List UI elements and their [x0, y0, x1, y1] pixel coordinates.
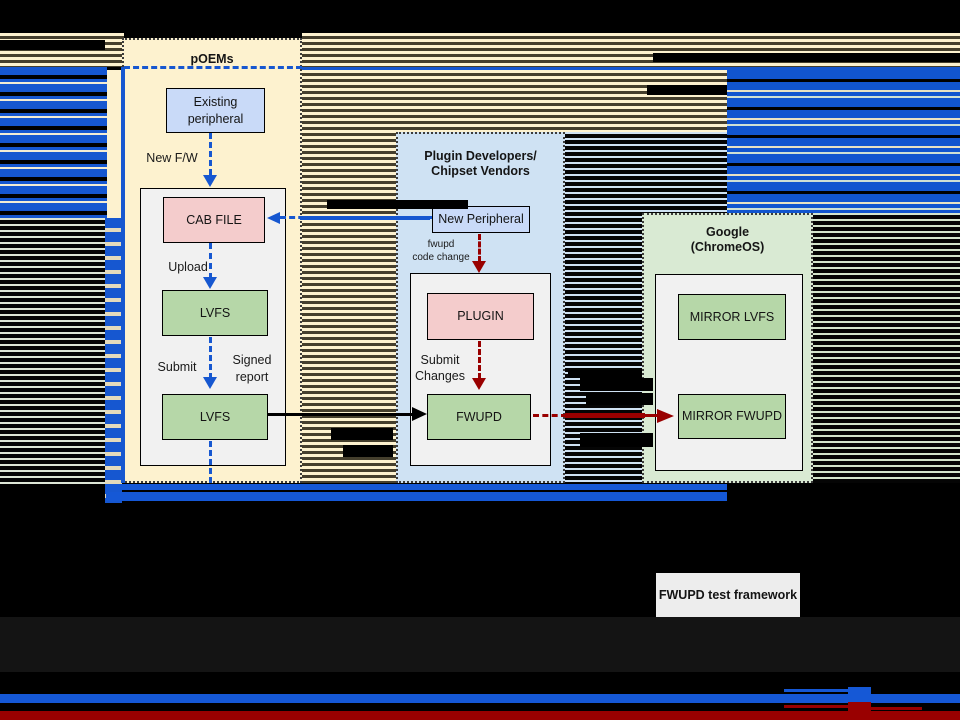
glitch-stripes-above-plugin: [396, 70, 565, 132]
label-submit-changes: Submit Changes: [410, 352, 470, 384]
arrow-plugin-to-fwupd: [478, 341, 481, 379]
arrow-down-icon: [203, 377, 217, 389]
label-new-fw: New F/W: [146, 151, 198, 165]
lvfs-upper-box: LVFS: [162, 290, 268, 336]
red-solid-overlay-line: [565, 413, 645, 418]
plugin-title-line2: Chipset Vendors: [431, 164, 530, 178]
plugin-title-line1: Plugin Developers/: [424, 149, 537, 163]
glitch-red-square: [848, 702, 871, 711]
label-submit-changes-line1: Submit: [420, 353, 460, 367]
glitch-red-line: [784, 705, 848, 708]
glitch-fine-stripes-right-of-plugin: [565, 132, 642, 483]
label-fwupd-code-line2: code change: [412, 252, 470, 263]
fwupd-box: FWUPD: [427, 394, 531, 440]
arrow-right-icon: [657, 409, 674, 423]
new-peripheral-box: New Peripheral: [432, 206, 530, 233]
glitch-red-line: [871, 707, 922, 710]
google-title-line2: (ChromeOS): [690, 240, 765, 254]
glitch-cream-column: [107, 70, 124, 218]
arrow-fwupd-to-mirror-dash2: [645, 414, 657, 417]
blue-dashed-line-horizontal: [124, 66, 302, 69]
label-upload: Upload: [168, 260, 208, 274]
cab-file-box: CAB FILE: [163, 197, 265, 243]
arrow-right-icon: [412, 407, 427, 421]
arrow-cab-to-lvfs: [209, 243, 212, 279]
google-title-line1: Google: [705, 225, 750, 239]
blue-vertical-line: [121, 67, 125, 483]
glitch-black-blob: [586, 393, 653, 405]
mirror-fwupd-box: MIRROR FWUPD: [678, 394, 786, 439]
label-signed-report: Signed report: [224, 352, 280, 386]
glitch-black-blob: [653, 53, 960, 62]
label-submit-changes-line2: Changes: [414, 369, 466, 383]
arrow-lvfs-to-fwupd-line: [268, 413, 414, 416]
glitch-black-blob: [580, 378, 653, 391]
glitch-blue-stripes-left: [0, 67, 107, 218]
poems-title: pOEMs: [190, 52, 234, 66]
label-signed-line1: Signed: [232, 353, 272, 367]
lvfs-lower-box: LVFS: [162, 394, 268, 440]
glitch-blue-dash-column: [105, 218, 122, 503]
arrow-down-icon: [203, 277, 217, 289]
arrow-lvfs-to-lvfs: [209, 337, 212, 379]
glitch-blue-bar: [106, 484, 727, 490]
label-submit: Submit: [157, 360, 197, 374]
arrow-lvfs-down-glitch: [209, 441, 212, 483]
glitch-black-blob: [568, 370, 642, 378]
arrow-existing-to-cab: [209, 133, 212, 175]
existing-peripheral-line2: peripheral: [187, 111, 244, 126]
arrow-down-icon: [203, 175, 217, 187]
label-fwupd-code-change: fwupd code change: [408, 238, 474, 264]
glitch-stripes-top-right: [302, 33, 960, 70]
plugin-box: PLUGIN: [427, 293, 534, 340]
arrow-newperipheral-to-plugin: [478, 234, 481, 262]
glitch-black-blob: [580, 433, 653, 447]
label-fwupd-code-line1: fwupd: [427, 239, 455, 250]
glitch-black-blob: [343, 445, 393, 457]
glitch-fine-stripes-above-google: [642, 132, 727, 213]
glitch-black-band-top-left: [0, 40, 105, 50]
google-title: Google (ChromeOS): [644, 225, 811, 255]
existing-peripheral-box: Existing peripheral: [166, 88, 265, 133]
blue-solid-overlay-line: [300, 216, 430, 220]
fwupd-test-framework-box: FWUPD test framework: [656, 573, 800, 617]
glitch-fine-stripes-left: [0, 218, 105, 484]
plugin-vendors-title: Plugin Developers/ Chipset Vendors: [398, 149, 563, 179]
glitch-red-bar-full: [0, 711, 960, 720]
glitch-blue-stripes-right: [727, 70, 960, 213]
glitch-blue-bar: [106, 492, 727, 501]
glitch-dark-band-bottom: [0, 617, 960, 672]
arrow-down-icon: [472, 378, 486, 390]
glitch-black-blob: [331, 428, 393, 440]
existing-peripheral-line1: Existing: [193, 94, 238, 109]
arrow-left-icon: [267, 212, 280, 224]
glitch-stripes-top-left: [0, 33, 124, 67]
glitch-blue-line: [784, 689, 848, 692]
arrow-down-icon: [472, 261, 486, 273]
glitch-stripes-mid-left: [302, 70, 396, 483]
arrow-fwupd-to-mirror-dash1: [533, 414, 567, 417]
glitch-blue-bar-full: [0, 694, 960, 703]
label-signed-line2: report: [235, 370, 269, 384]
mirror-lvfs-box: MIRROR LVFS: [678, 294, 786, 340]
glitch-black-blob: [647, 85, 727, 95]
glitch-blue-square: [848, 687, 871, 697]
glitch-stripes-mid-center: [565, 70, 727, 132]
glitch-fine-stripes-right-of-google: [813, 213, 960, 483]
blue-solid-line-horizontal: [302, 67, 960, 70]
glitch-black-blob: [327, 200, 468, 209]
